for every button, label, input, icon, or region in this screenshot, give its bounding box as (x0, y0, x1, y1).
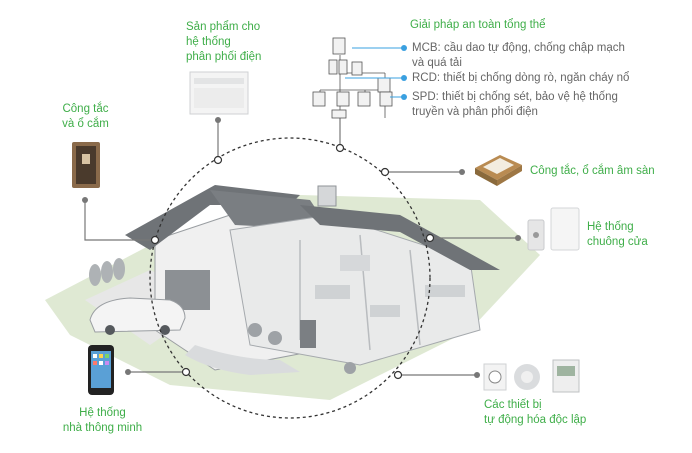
dashed-circle (149, 137, 431, 419)
mcb-dot (401, 45, 407, 51)
tree-2 (101, 261, 113, 283)
label-mcb: MCB: cầu dao tự động, chống chập mạch và… (412, 42, 625, 69)
label-floor-socket: Công tắc, ổ cắm âm sàn (530, 165, 655, 177)
label-smart-home: Hệ thống nhà thông minh (62, 407, 143, 434)
node-distribution (213, 155, 223, 165)
floor-socket-icon (475, 155, 522, 186)
node-smart-home (181, 367, 191, 377)
connector-switches (84, 200, 155, 241)
shrub-2 (268, 331, 282, 345)
node-floor-socket (380, 167, 390, 177)
partition-2 (359, 234, 371, 351)
distribution-panel-icon (189, 71, 249, 115)
rcd-dot (401, 75, 407, 81)
node-switches (150, 235, 160, 245)
front-door (300, 320, 316, 348)
chimney (317, 185, 337, 207)
car-wheel-rear (160, 325, 170, 335)
dot-smart-home (125, 369, 131, 375)
dot-distribution (215, 117, 221, 123)
node-safety (335, 143, 345, 153)
dot-floor-socket (459, 169, 465, 175)
label-distribution-products: Sản phẩm cho hệ thống phân phối điện (186, 21, 262, 63)
tree-3 (113, 258, 125, 280)
bed (340, 255, 370, 271)
shrub-3 (344, 362, 356, 374)
wall-switch-icon (72, 142, 100, 188)
label-rcd: RCD: thiết bị chống dòng rò, ngăn cháy n… (412, 72, 630, 84)
house-right-roof (300, 205, 500, 270)
dot-automation (474, 372, 480, 378)
label-automation: Các thiết bị tự động hóa độc lập (484, 399, 587, 426)
dot-doorbell (515, 235, 521, 241)
label-switches-sockets: Công tắc và ổ cắm (62, 103, 109, 130)
dot-switches (82, 197, 88, 203)
car (89, 297, 186, 333)
kitchen-counter (425, 285, 465, 297)
tree-1 (89, 264, 101, 286)
table (370, 305, 400, 317)
node-doorbell (425, 233, 435, 243)
spd-dot (401, 94, 407, 100)
breaker-tree-icon (312, 37, 393, 119)
partition-3 (409, 249, 421, 346)
walkway (185, 345, 300, 375)
label-doorbell: Hệ thống chuông cửa (587, 221, 648, 248)
label-spd: SPD: thiết bị chống sét, bảo vệ hệ thống… (412, 91, 618, 118)
shrub-1 (248, 323, 262, 337)
node-automation (393, 370, 403, 380)
smartphone-icon (88, 345, 114, 395)
doorbell-icon (527, 207, 580, 251)
label-safety-title: Giải pháp an toàn tổng thể (410, 19, 546, 31)
sofa (315, 285, 350, 299)
automation-devices-icon (483, 359, 580, 393)
car-wheel-front (105, 325, 115, 335)
